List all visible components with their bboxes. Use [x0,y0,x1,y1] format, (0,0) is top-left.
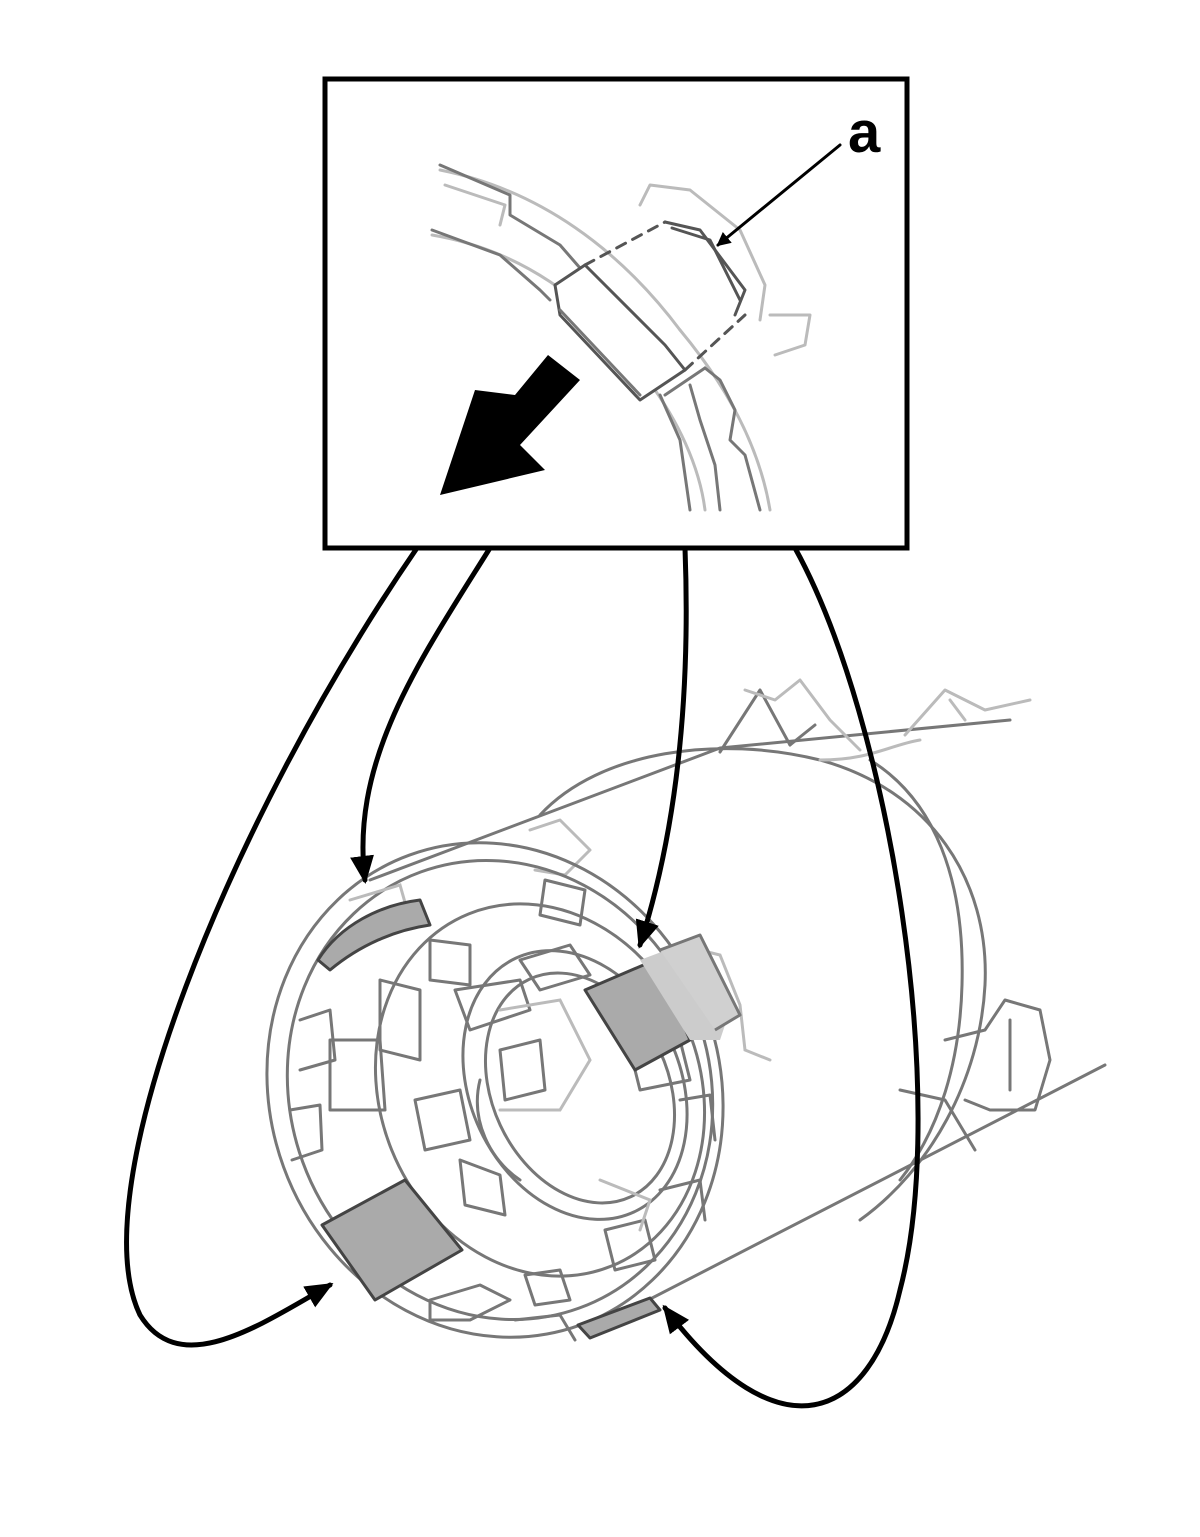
highlighted-claws [316,898,692,1340]
arrow-to-bottom-right-claw [662,545,921,1409]
claw-bottom-right [576,1296,662,1340]
column-bracket-faint [528,678,1032,877]
claw-bottom-left [320,1178,464,1302]
location-arrows [124,545,921,1409]
steering-column-tube [368,688,1107,1332]
claw-top-left [316,898,432,972]
callout-label-a: a [848,100,881,165]
detail-inset: a [322,76,910,551]
arrow-to-top-left-claw [350,545,493,884]
arrow-to-right-claw [635,545,689,949]
arrow-to-bottom-left-claw [124,545,420,1348]
claw-right-ghost [640,933,742,1040]
callout-leader [716,143,842,247]
arrow-down-left-icon [440,355,580,495]
